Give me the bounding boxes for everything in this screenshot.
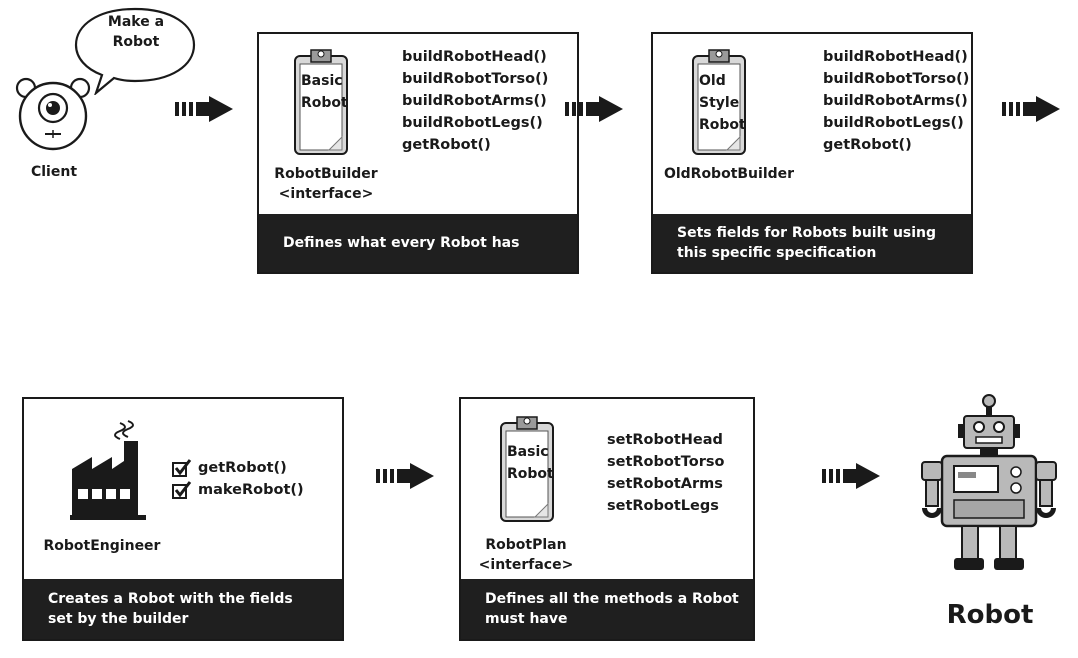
flow-arrow-icon — [822, 463, 880, 489]
checklist-item: getRobot() — [172, 457, 304, 479]
clipboard-text: Old Style Robot — [699, 70, 746, 136]
clipboard-icon — [294, 49, 348, 155]
speech-line: Make a — [107, 14, 165, 30]
speech-line: Robot — [112, 34, 160, 50]
robot-icon — [921, 394, 1057, 570]
flow-arrow-icon — [1002, 96, 1060, 122]
clipboard-line: Robot — [301, 95, 348, 111]
robot-engineer-name: RobotEngineer — [43, 538, 161, 554]
method-item: buildRobotHead() — [823, 49, 968, 65]
old-robot-builder-card: Old Style Robot OldRobotBuilder buildRob… — [651, 32, 973, 274]
method-item: setRobotArms — [607, 476, 723, 492]
clipboard-icon — [500, 416, 554, 522]
robot-builder-caption: Defines what every Robot has — [259, 214, 577, 272]
old-robot-builder-caption: Sets fields for Robots built using this … — [653, 214, 971, 272]
checklist-text: getRobot() — [198, 460, 287, 476]
method-item: setRobotLegs — [607, 498, 719, 514]
client-section: Make a Robot Client — [0, 0, 200, 200]
checkbox-checked-icon — [172, 481, 192, 499]
robot-plan-name: RobotPlan <interface> — [471, 535, 581, 575]
old-robot-builder-methods: buildRobotHead() buildRobotTorso() build… — [823, 46, 969, 156]
clipboard-line: Robot — [699, 117, 746, 133]
flow-arrow-icon — [565, 96, 623, 122]
method-item: buildRobotArms() — [823, 93, 968, 109]
method-item: buildRobotArms() — [402, 93, 547, 109]
method-item: buildRobotTorso() — [823, 71, 970, 87]
flow-arrow-icon — [175, 96, 233, 122]
robot-builder-name: RobotBuilder <interface> — [271, 164, 381, 204]
class-name: RobotBuilder — [274, 166, 378, 182]
robot-engineer-checklist: getRobot() makeRobot() — [172, 457, 304, 501]
robot-plan-caption: Defines all the methods a Robot must hav… — [461, 579, 753, 639]
client-label: Client — [30, 164, 78, 180]
clipboard-line: Basic — [301, 73, 343, 89]
robot-label: Robot — [946, 600, 1034, 630]
clipboard-icon — [692, 49, 746, 155]
method-item: getRobot() — [823, 137, 912, 153]
class-stereotype: <interface> — [478, 557, 574, 573]
factory-icon — [70, 420, 146, 520]
caption-line: Sets fields for Robots built using — [677, 225, 937, 241]
caption-line: this specific specification — [677, 245, 877, 261]
clipboard-line: Old — [699, 73, 726, 89]
method-item: getRobot() — [402, 137, 491, 153]
checkbox-checked-icon — [172, 459, 192, 477]
caption-line: Defines all the methods a Robot — [485, 591, 739, 607]
method-item: setRobotHead — [607, 432, 723, 448]
method-item: buildRobotHead() — [402, 49, 547, 65]
method-item: buildRobotTorso() — [402, 71, 549, 87]
caption-line: set by the builder — [48, 611, 189, 627]
robot-builder-card: Basic Robot RobotBuilder <interface> bui… — [257, 32, 579, 274]
method-item: buildRobotLegs() — [823, 115, 964, 131]
clipboard-line: Basic — [507, 444, 549, 460]
robot-plan-methods: setRobotHead setRobotTorso setRobotArms … — [607, 429, 724, 517]
robot-builder-methods: buildRobotHead() buildRobotTorso() build… — [402, 46, 548, 156]
clipboard-line: Style — [699, 95, 740, 111]
checklist-item: makeRobot() — [172, 479, 304, 501]
caption-line: must have — [485, 611, 568, 627]
flow-arrow-icon — [376, 463, 434, 489]
checklist-text: makeRobot() — [198, 482, 304, 498]
class-name: OldRobotBuilder — [663, 166, 795, 182]
caption-line: Creates a Robot with the fields — [48, 591, 293, 607]
clipboard-line: Robot — [507, 466, 554, 482]
caption-line: Defines what every Robot has — [283, 235, 520, 251]
robot-plan-card: Basic Robot RobotPlan <interface> setRob… — [459, 397, 755, 641]
speech-bubble-text: Make a Robot — [96, 12, 176, 52]
client-character-icon — [15, 77, 91, 151]
method-item: setRobotTorso — [607, 454, 725, 470]
class-stereotype: <interface> — [278, 186, 374, 202]
clipboard-text: Basic Robot — [507, 441, 554, 485]
class-name: RobotPlan — [485, 537, 567, 553]
method-item: buildRobotLegs() — [402, 115, 543, 131]
clipboard-text: Basic Robot — [301, 70, 348, 114]
robot-engineer-card: getRobot() makeRobot() RobotEngineer Cre… — [22, 397, 344, 641]
robot-engineer-caption: Creates a Robot with the fields set by t… — [24, 579, 342, 639]
speech-bubble — [74, 7, 196, 95]
old-robot-builder-name: OldRobotBuilder — [659, 164, 799, 184]
